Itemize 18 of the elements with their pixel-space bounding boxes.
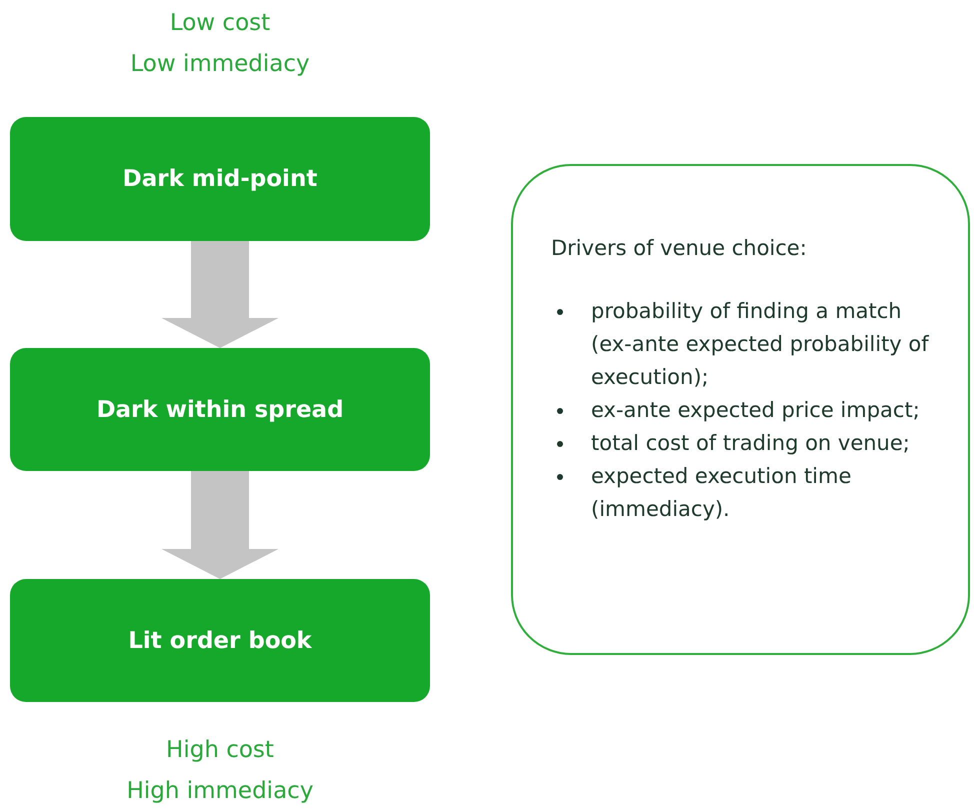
process-box <box>10 348 430 471</box>
scale-label: High cost <box>165 737 275 763</box>
bullet-text: expected execution time (immediacy). <box>591 464 852 521</box>
bullet-text: ex-ante expected price impact; <box>591 398 920 422</box>
scale-label: High immediacy <box>126 778 314 804</box>
process-box <box>10 579 430 702</box>
panel-heading: Drivers of venue choice: <box>551 235 808 262</box>
bullet-text: probability of finding a match (ex-ante expected probability of execution); <box>591 299 929 389</box>
process-box <box>10 117 430 241</box>
box-label: Lit order book <box>128 628 312 654</box>
box-label: Dark mid-point <box>122 166 318 192</box>
scale-label: Low cost <box>168 10 272 36</box>
scale-label: Low immediacy <box>129 51 311 77</box>
block-arrow <box>162 241 278 348</box>
info-panel <box>511 164 970 655</box>
box-label: Dark within spread <box>96 396 344 422</box>
block-arrow <box>162 471 278 579</box>
bullet-text: total cost of trading on venue; <box>591 431 910 455</box>
